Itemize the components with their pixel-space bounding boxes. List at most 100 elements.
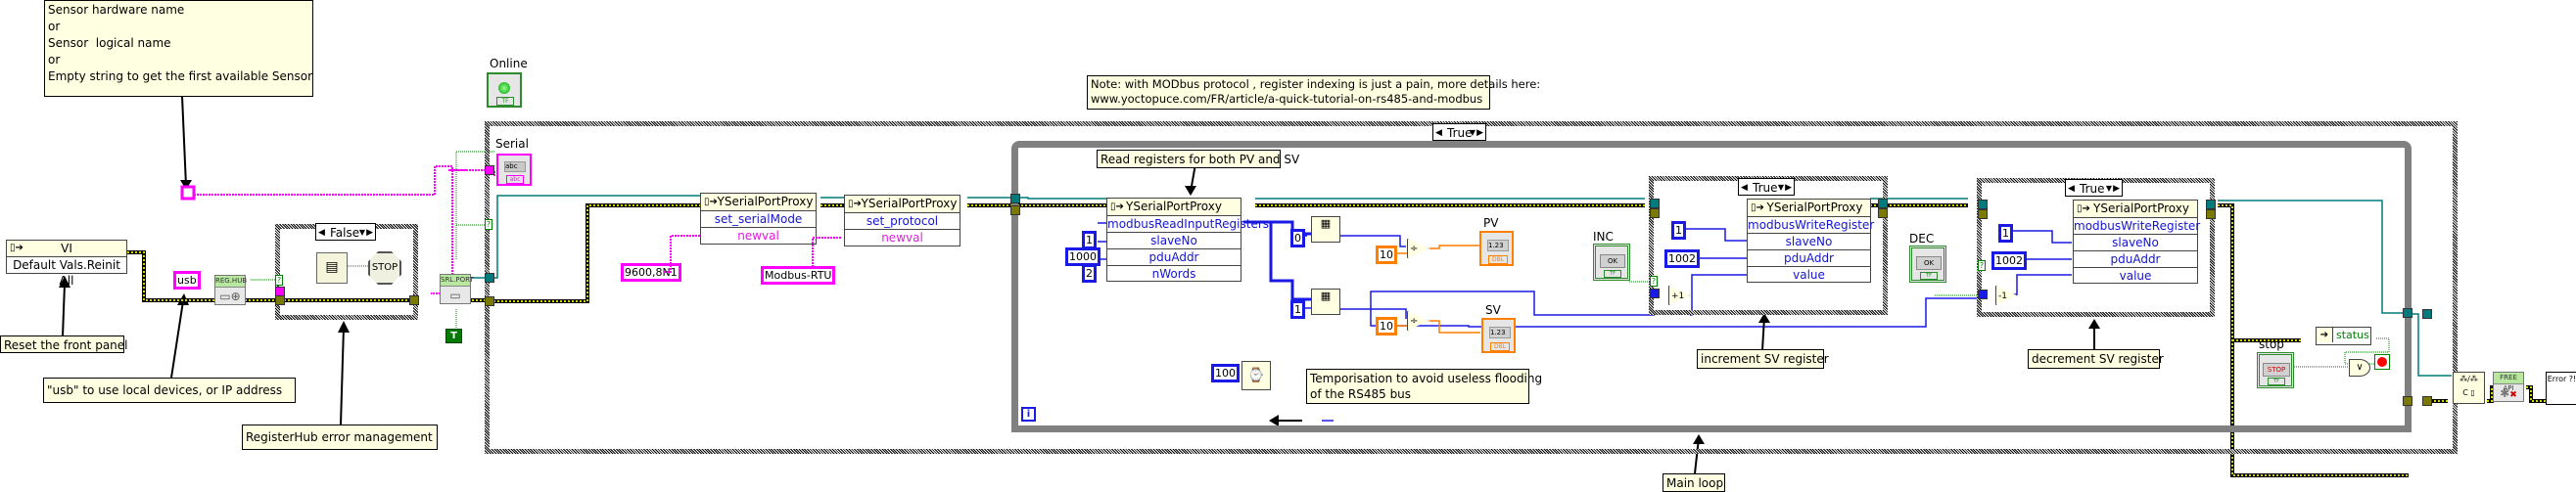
stop-label: stop bbox=[2259, 337, 2284, 351]
dec-button-control[interactable]: OK TF bbox=[1909, 246, 1946, 283]
inc-button-face: OK bbox=[1600, 254, 1625, 268]
proxy-input-slaveno: slaveNo bbox=[1107, 233, 1241, 249]
proxy-node-write-dec[interactable]: ▯➔YSerialPortProxy modbusWriteRegister s… bbox=[2073, 200, 2201, 284]
invoke-icon: ▯➔ bbox=[10, 243, 23, 253]
note-decrement: decrement SV register bbox=[2028, 349, 2164, 369]
arrowhead bbox=[180, 180, 192, 190]
online-led-indicator[interactable]: TF bbox=[487, 72, 522, 108]
sv-numeric-indicator[interactable]: 1.23 DBL bbox=[1481, 318, 1516, 353]
ref-shift-out bbox=[2403, 308, 2412, 318]
divisor-pv-const[interactable]: 10 bbox=[1376, 246, 1397, 264]
note-increment: increment SV register bbox=[1697, 349, 1829, 369]
sensor-string-const bbox=[180, 185, 196, 201]
int-tunnel-dec bbox=[1978, 290, 1988, 299]
dec-label: DEC bbox=[1909, 232, 1935, 246]
dec-type: TF bbox=[1920, 272, 1938, 280]
proxy-class: YSerialPortProxy bbox=[1126, 200, 1222, 213]
inc-type: TF bbox=[1604, 270, 1621, 278]
sv-type: DBL bbox=[1490, 342, 1510, 351]
serial-string-indicator[interactable]: abc abc bbox=[496, 154, 532, 186]
ref-tunnel-outer bbox=[485, 273, 494, 283]
stop-dot-icon bbox=[2377, 357, 2387, 367]
property-icon: ▯➔ bbox=[1751, 202, 1764, 213]
note-temporisation: Temporisation to avoid useless flooding … bbox=[1306, 369, 1542, 404]
proxy-input-newval: newval bbox=[737, 229, 779, 243]
reghub-subvi[interactable]: REG.HUB ▭⊕ bbox=[214, 275, 247, 305]
unbundle-arrow-icon: ➔ bbox=[2317, 328, 2333, 342]
property-icon: ▯➔ bbox=[848, 199, 862, 209]
stop-type: TF bbox=[2268, 378, 2285, 385]
proxy-method: modbusWriteRegister bbox=[2074, 219, 2201, 235]
stop-button-control[interactable]: STOP TF bbox=[2257, 352, 2294, 388]
ref-tunnel-dec-out bbox=[2206, 200, 2216, 209]
error-tunnel-dec-out bbox=[2206, 209, 2216, 219]
srlport-subvi[interactable]: SRL.PORT ▭ bbox=[440, 274, 474, 304]
serialmode-const[interactable]: 9600,8N1 bbox=[621, 263, 681, 282]
srlport-label: SRL.PORT bbox=[441, 275, 474, 287]
serial-connector-icon: ▭ bbox=[449, 289, 461, 302]
wait-ms-const[interactable]: 100 bbox=[1211, 364, 1240, 382]
note-sensor-name: Sensor hardware name or Sensor logical n… bbox=[44, 0, 313, 97]
note-usb-hint: "usb" to use local devices, or IP addres… bbox=[43, 378, 296, 403]
proxy-node-read-registers[interactable]: ▯➔YSerialPortProxy modbusReadInputRegist… bbox=[1106, 198, 1269, 282]
loop-stop-terminal[interactable] bbox=[2374, 354, 2390, 370]
error-shift-out bbox=[2403, 396, 2412, 406]
index1-const[interactable]: 1 bbox=[1290, 300, 1305, 319]
stop-function-icon: STOP bbox=[368, 251, 401, 285]
proxy-method: modbusWriteRegister bbox=[1748, 218, 1875, 234]
proxy-node-set-protocol[interactable]: ▯➔YSerialPortProxy set_protocol newval bbox=[844, 195, 960, 246]
dec-addr-const[interactable]: 1002 bbox=[1991, 251, 2027, 270]
proxy-input-nwords: nWords bbox=[1151, 267, 1196, 281]
inc-addr-const[interactable]: 1002 bbox=[1664, 249, 1700, 268]
error-tunnel-inc-out bbox=[1878, 208, 1888, 218]
serial-label: Serial bbox=[495, 137, 529, 151]
read-nwords-const[interactable]: 2 bbox=[1082, 264, 1097, 283]
case-selector-terminal: ? bbox=[275, 275, 283, 286]
case-selector-error[interactable]: ◀ False ▼ ▶ bbox=[315, 223, 376, 241]
pv-numeric-indicator[interactable]: 1.23 DBL bbox=[1479, 231, 1514, 266]
proxy-input-newval: newval bbox=[881, 231, 923, 245]
stop-button-face: STOP bbox=[2263, 363, 2290, 377]
proxy-input-pduaddr: pduAddr bbox=[2074, 251, 2197, 268]
dec-case-terminal: ? bbox=[1978, 260, 1986, 271]
proxy-node-write-inc[interactable]: ▯➔YSerialPortProxy modbusWriteRegister s… bbox=[1747, 199, 1875, 283]
inc-slave-const[interactable]: 1 bbox=[1671, 221, 1686, 240]
index-array-pv[interactable]: ▦ bbox=[1311, 216, 1340, 243]
sv-value: 1.23 bbox=[1489, 327, 1511, 338]
ref-shift-in bbox=[1010, 194, 1020, 203]
proxy-input-pduaddr: pduAddr bbox=[1748, 250, 1870, 267]
unbundle-field: status bbox=[2336, 329, 2369, 341]
wait-clock-icon: ⌚ bbox=[1241, 361, 1271, 390]
string-wire-serial bbox=[448, 169, 495, 176]
case-selector-value: True bbox=[1447, 126, 1473, 140]
case-selector-dec[interactable]: ◀ True ▼ ▶ bbox=[2065, 179, 2123, 197]
unbundle-status[interactable]: ➔ status bbox=[2316, 327, 2371, 345]
usb-const[interactable]: usb bbox=[173, 271, 201, 290]
inc-button-control[interactable]: OK TF bbox=[1593, 244, 1630, 281]
close-reference-node[interactable]: ⁂/⁂C ▯ bbox=[2453, 372, 2485, 404]
proxy-class: YSerialPortProxy bbox=[861, 197, 958, 210]
index-array-sv[interactable]: ▦ bbox=[1311, 289, 1340, 315]
proxy-input-pduaddr: pduAddr bbox=[1107, 249, 1241, 266]
divisor-sv-const[interactable]: 10 bbox=[1376, 317, 1397, 335]
invoke-node-reinit[interactable]: ▯➔ VI Default Vals.Reinit All bbox=[6, 240, 127, 288]
error-tunnel-outer bbox=[485, 296, 494, 306]
error-tunnel-out bbox=[409, 295, 419, 305]
freeapi-subvi[interactable]: FREE API ✱✖ bbox=[2493, 372, 2524, 402]
case-selector-outer[interactable]: ◀ True ▼ ▶ bbox=[1432, 123, 1486, 141]
usb-plug-icon: ▭⊕ bbox=[219, 290, 241, 303]
string-tunnel-outer bbox=[485, 165, 494, 175]
true-const[interactable]: T bbox=[445, 329, 462, 343]
pv-label: PV bbox=[1483, 216, 1499, 230]
error-handler-subvi[interactable]: Error ?! bbox=[2546, 372, 2576, 405]
ref-tunnel-outer-out bbox=[2422, 309, 2432, 319]
index0-const[interactable]: 0 bbox=[1290, 229, 1305, 247]
proxy-node-set-serialmode[interactable]: ▯➔YSerialPortProxy set_serialMode newval bbox=[700, 193, 817, 245]
error-tunnel-inc-in bbox=[1650, 208, 1660, 218]
while-loop-main[interactable] bbox=[1011, 141, 2412, 432]
online-label: Online bbox=[490, 57, 528, 70]
case-selector-inc[interactable]: ◀ True ▼ ▶ bbox=[1738, 178, 1795, 196]
protocol-const[interactable]: Modbus-RTU bbox=[761, 266, 836, 285]
case-selector-value: False bbox=[330, 226, 360, 240]
dec-slave-const[interactable]: 1 bbox=[1998, 224, 2013, 243]
